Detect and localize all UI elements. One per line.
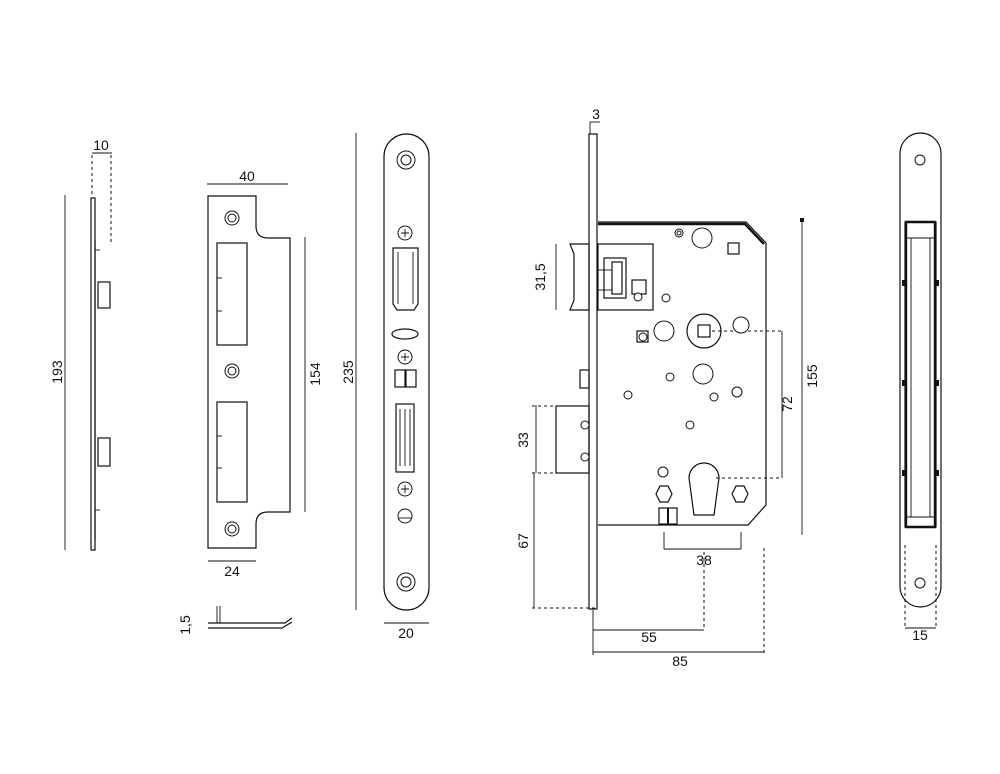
faceplate-edge <box>588 133 598 610</box>
dim-label-67: 67 <box>515 533 531 549</box>
faceplate-bolt-opening <box>395 403 415 473</box>
faceplate-latch-opening <box>392 247 419 311</box>
cylinder-screw-right <box>731 485 749 503</box>
dim-label-10: 10 <box>93 137 109 153</box>
strike-profile <box>208 617 293 624</box>
view-strike-plate: 40 154 24 1,5 <box>177 168 323 635</box>
dim-label-33: 33 <box>515 432 531 448</box>
deadbolt <box>555 405 590 474</box>
cylinder-keyhole-icon <box>688 462 720 516</box>
back-plate-hole-top <box>914 154 926 166</box>
dim-label-193: 193 <box>49 360 65 384</box>
dim-label-24: 24 <box>224 563 240 579</box>
dim-label-154: 154 <box>307 362 323 386</box>
view-lock-body: 3 31,5 <box>515 106 820 669</box>
case-side <box>904 221 937 528</box>
screw-cross-icon <box>397 225 413 241</box>
dim-label-40: 40 <box>239 168 255 184</box>
dim-label-85: 85 <box>672 653 688 669</box>
view-faceplate: 235 <box>340 133 430 641</box>
strike-bolt-opening <box>216 401 248 503</box>
strike-plate-outline <box>207 195 291 549</box>
spindle-square <box>697 324 711 338</box>
faceplate-outline <box>383 133 430 611</box>
latch-bolt <box>569 243 590 311</box>
strike-latch-opening <box>216 242 248 346</box>
dim-label-72: 72 <box>779 396 795 412</box>
back-plate-hole-bottom <box>914 577 926 589</box>
view-flat-plate: 193 10 <box>49 137 112 551</box>
brand-logo-icon <box>391 328 419 340</box>
dim-label-155: 155 <box>804 364 820 388</box>
dim-label-55: 55 <box>641 629 657 645</box>
faceplate-slot-right <box>405 369 417 388</box>
screw-cross-icon <box>397 481 413 497</box>
dim-label-15: 15 <box>912 627 928 643</box>
dim-label-20: 20 <box>398 625 414 641</box>
dim-label-3: 3 <box>592 106 600 122</box>
screw-cross-icon <box>397 349 413 365</box>
dim-label-1-5: 1,5 <box>177 615 193 635</box>
cylinder-screw-left <box>655 485 673 503</box>
trigger-bolt <box>579 369 590 389</box>
lock-case-outline <box>598 221 767 526</box>
faceplate-trigger-circle <box>397 508 413 524</box>
dim-label-235: 235 <box>340 360 356 384</box>
back-plate-outline <box>899 132 942 608</box>
plate-tab-upper <box>97 281 111 309</box>
plate-tab-lower <box>97 437 111 467</box>
dim-label-31-5: 31,5 <box>532 263 548 290</box>
case-hole <box>691 227 713 249</box>
faceplate-slot-left <box>394 369 406 388</box>
view-faceplate-back: 15 <box>899 132 942 643</box>
follower-hub <box>686 313 722 349</box>
latch-mechanism <box>597 243 654 311</box>
